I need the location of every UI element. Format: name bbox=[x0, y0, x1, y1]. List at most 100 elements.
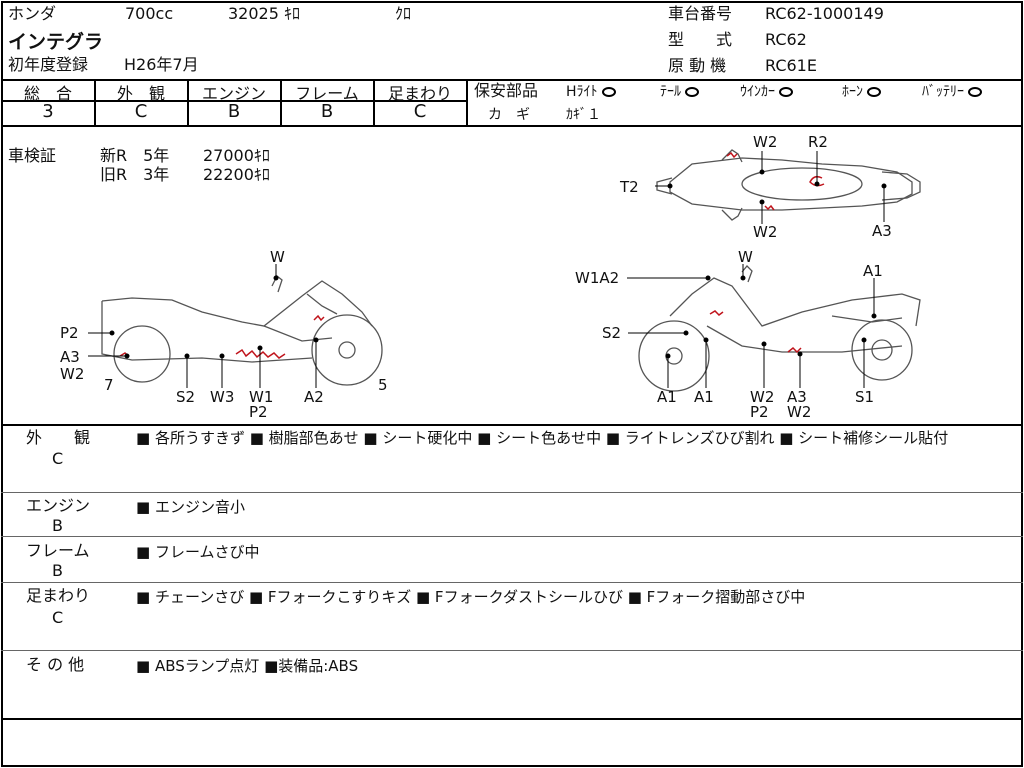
remarks-line bbox=[1, 536, 1023, 537]
diag-label: A1 bbox=[863, 262, 883, 280]
frame-no-label: 車台番号 bbox=[668, 4, 733, 23]
first-reg-value: H26年7月 bbox=[124, 55, 199, 74]
grid-line-bottom bbox=[1, 125, 1023, 127]
safety-horn: ﾎｰﾝ bbox=[842, 81, 881, 101]
diag-label: W bbox=[270, 248, 285, 266]
remark-label-other: そ の 他 bbox=[26, 655, 85, 674]
grid-line-top bbox=[1, 79, 1023, 81]
remark-text-frame: ■ フレームさび中 bbox=[136, 543, 260, 561]
inspection-old-label: 旧R 3年 bbox=[100, 165, 170, 184]
right-side-diagram bbox=[638, 265, 921, 392]
ok-circle-icon bbox=[968, 87, 982, 97]
type-value: RC62 bbox=[765, 30, 807, 49]
diag-label: P2 bbox=[249, 403, 268, 421]
diag-label: W1 bbox=[249, 388, 273, 406]
safety-winker: ｳｲﾝｶｰ bbox=[740, 81, 793, 101]
diag-label: W3 bbox=[210, 388, 234, 406]
grid-col-1 bbox=[94, 79, 96, 125]
key-value: ｶｷﾞ１ bbox=[566, 107, 601, 123]
score-value-frame: B bbox=[320, 101, 334, 122]
damage-marks bbox=[119, 151, 825, 359]
grid-col-3 bbox=[280, 79, 282, 125]
remark-score-frame: B bbox=[52, 561, 63, 580]
diag-label: S1 bbox=[855, 388, 874, 406]
diag-label: W2 bbox=[753, 223, 777, 241]
remark-text-engine: ■ エンジン音小 bbox=[136, 498, 245, 516]
remark-score-suspension: C bbox=[52, 608, 64, 627]
safety-tail-label: ﾃｰﾙ bbox=[660, 84, 681, 100]
left-side-diagram bbox=[101, 274, 383, 386]
inspection-new-label: 新R 5年 bbox=[100, 146, 170, 165]
diag-label: W bbox=[738, 248, 753, 266]
score-value-suspension: C bbox=[413, 101, 427, 122]
ok-circle-icon bbox=[601, 87, 616, 97]
diag-label: A3 bbox=[60, 348, 80, 366]
model-name: インテグラ bbox=[8, 31, 104, 53]
score-label-exterior: 外 観 bbox=[116, 84, 165, 103]
diag-label: S2 bbox=[602, 324, 621, 342]
safety-headlight: Hﾗｲﾄ bbox=[566, 81, 616, 101]
remark-score-engine: B bbox=[52, 516, 63, 535]
grid-col-2 bbox=[187, 79, 189, 125]
diag-label: W1A2 bbox=[575, 269, 619, 287]
inspection-old-km: 22200ｷﾛ bbox=[203, 165, 270, 184]
type-label: 型 式 bbox=[668, 30, 733, 49]
remarks-top-line bbox=[1, 424, 1023, 426]
inspection-label: 車検証 bbox=[8, 146, 57, 165]
grid-col-4 bbox=[373, 79, 375, 125]
key-label: カ ギ bbox=[488, 107, 530, 123]
remarks-line bbox=[1, 492, 1023, 493]
diag-label: A2 bbox=[304, 388, 324, 406]
remarks-bottom-line bbox=[1, 718, 1023, 720]
diag-label: A1 bbox=[657, 388, 677, 406]
inspection-new-km: 27000ｷﾛ bbox=[203, 146, 270, 165]
diag-label: P2 bbox=[60, 324, 79, 342]
diag-label: P2 bbox=[750, 403, 769, 421]
frame-no-value: RC62-1000149 bbox=[765, 4, 884, 23]
score-value-engine: B bbox=[227, 101, 241, 122]
score-label-overall: 総 合 bbox=[23, 84, 72, 103]
engine-label: 原 動 機 bbox=[668, 56, 727, 75]
score-label-frame: フレーム bbox=[295, 84, 359, 103]
mileage: 32025 ｷﾛ bbox=[228, 4, 300, 23]
diag-label: A3 bbox=[872, 222, 892, 240]
diag-label: A1 bbox=[694, 388, 714, 406]
grid-col-5 bbox=[466, 79, 468, 125]
remarks-line bbox=[1, 582, 1023, 583]
ok-circle-icon bbox=[867, 87, 881, 97]
safety-horn-label: ﾎｰﾝ bbox=[842, 84, 863, 100]
displacement: 700cc bbox=[125, 4, 174, 23]
first-reg-label: 初年度登録 bbox=[8, 55, 89, 74]
maker: ホンダ bbox=[8, 4, 57, 23]
diag-label: W2 bbox=[750, 388, 774, 406]
remark-label-engine: エンジン bbox=[26, 496, 91, 515]
diag-label: W2 bbox=[60, 365, 84, 383]
diag-label: S2 bbox=[176, 388, 195, 406]
score-label-suspension: 足まわり bbox=[387, 84, 452, 103]
engine-value: RC61E bbox=[765, 56, 817, 75]
top-view-diagram bbox=[656, 149, 921, 221]
diag-label: W2 bbox=[787, 403, 811, 421]
safety-title: 保安部品 bbox=[474, 81, 539, 100]
remark-label-frame: フレーム bbox=[26, 541, 90, 560]
remark-text-suspension: ■ チェーンさび ■ Fフォークこすりキズ ■ Fフォークダストシールひび ■ … bbox=[136, 588, 806, 606]
diag-label: R2 bbox=[808, 133, 828, 151]
remarks-line bbox=[1, 650, 1023, 651]
score-value-exterior: C bbox=[134, 101, 148, 122]
remark-label-exterior: 外 観 bbox=[26, 428, 91, 447]
diag-label: 7 bbox=[104, 376, 114, 394]
diag-label: 5 bbox=[378, 376, 388, 394]
motorcycle-diagrams: W2 R2 T2 W2 A3 W P2 A3 W2 7 S2 W3 W1 P2 … bbox=[60, 133, 921, 421]
safety-winker-label: ｳｲﾝｶｰ bbox=[740, 84, 775, 100]
score-label-engine: エンジン bbox=[201, 84, 266, 103]
leader-lines bbox=[88, 151, 887, 388]
ok-circle-icon bbox=[685, 87, 699, 97]
ok-circle-icon bbox=[779, 87, 793, 97]
remark-score-exterior: C bbox=[52, 449, 64, 468]
remark-label-suspension: 足まわり bbox=[26, 586, 91, 605]
grid-line-mid bbox=[1, 100, 467, 102]
safety-headlight-label: Hﾗｲﾄ bbox=[566, 84, 598, 100]
diag-label: W2 bbox=[753, 133, 777, 151]
score-value-overall: 3 bbox=[42, 101, 54, 122]
